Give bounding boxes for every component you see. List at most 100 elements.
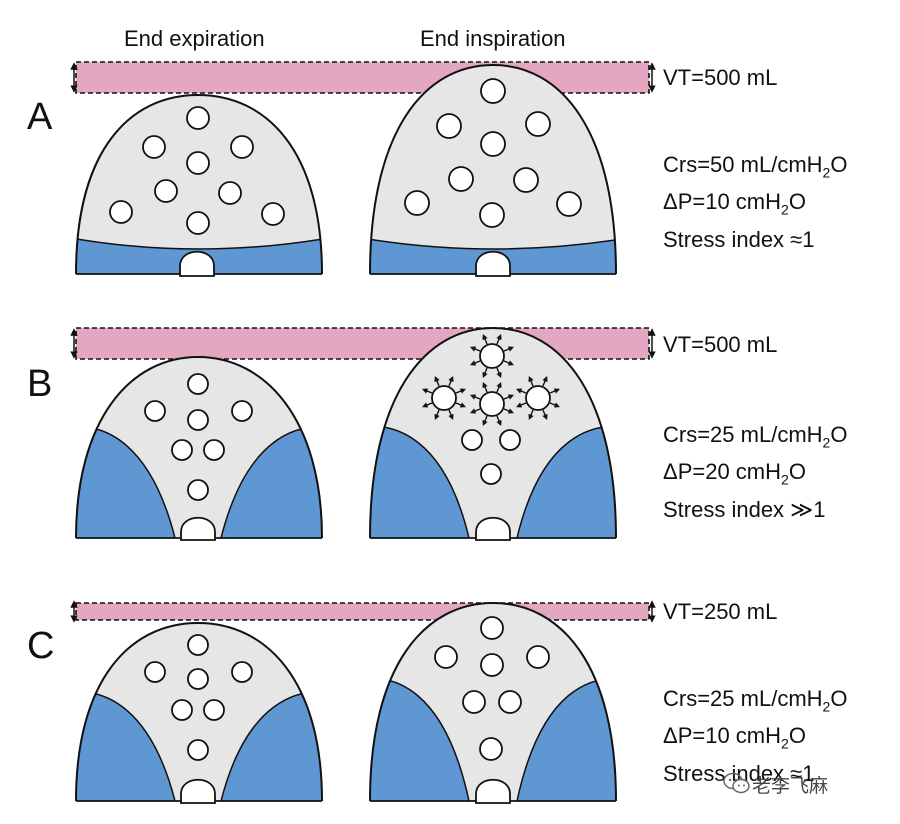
- alveolus: [513, 167, 539, 193]
- driving-pressure-value: ΔP=10 cmH2O: [663, 189, 806, 218]
- lung-end-expiration: [75, 355, 323, 541]
- compliance-value: Crs=25 mL/cmH2O: [663, 686, 848, 715]
- airway: [179, 251, 215, 277]
- alveolus: [187, 409, 209, 431]
- distension-arrow: [434, 376, 440, 387]
- overdistended-alveolus: [525, 385, 551, 411]
- alveolus: [186, 106, 210, 130]
- alveolus: [480, 78, 506, 104]
- alveolus: [436, 113, 462, 139]
- distension-arrow: [496, 367, 502, 378]
- alveolus: [498, 690, 522, 714]
- tidal-volume-label: VT=500 mL: [663, 65, 778, 90]
- alveolus: [144, 400, 166, 422]
- airway: [475, 779, 511, 804]
- distension-arrow: [448, 376, 454, 387]
- alveolus: [203, 699, 225, 721]
- compliance-value: Crs=50 mL/cmH2O: [663, 152, 848, 181]
- distension-arrow: [528, 409, 534, 420]
- lung-end-inspiration: [369, 601, 617, 804]
- distension-arrow: [542, 376, 548, 387]
- panel-label-b: B: [27, 363, 53, 405]
- lung-end-inspiration: [369, 326, 617, 541]
- column-header-end-inspiration: End inspiration: [420, 26, 566, 51]
- airway: [180, 517, 216, 541]
- distension-arrow: [516, 388, 527, 394]
- alveolus: [525, 111, 551, 137]
- panel-label-a: A: [27, 96, 53, 138]
- overdistension-arrows: [422, 334, 560, 426]
- distension-arrow: [549, 402, 560, 408]
- driving-pressure-value: ΔP=20 cmH2O: [663, 459, 806, 488]
- airway: [180, 779, 216, 804]
- mechanics-summary-b: Crs=25 mL/cmH2O ΔP=20 cmH2O Stress index…: [663, 420, 847, 524]
- alveolus: [480, 616, 504, 640]
- distension-arrow: [482, 415, 488, 426]
- alveolus: [171, 699, 193, 721]
- alveolus: [499, 429, 521, 451]
- alveolus: [434, 645, 458, 669]
- distension-arrow: [549, 388, 560, 394]
- vt-band: [75, 61, 650, 94]
- vt-band: [75, 602, 650, 621]
- distension-arrow: [496, 415, 502, 426]
- wechat-icon: [723, 772, 750, 794]
- lung-end-expiration: [75, 621, 323, 804]
- distension-arrow: [496, 382, 502, 393]
- distension-arrow: [470, 408, 481, 414]
- column-header-end-expiration: End expiration: [124, 26, 265, 51]
- alveolus: [187, 373, 209, 395]
- distension-arrow: [542, 409, 548, 420]
- distension-arrow: [482, 382, 488, 393]
- alveolus: [187, 479, 209, 501]
- alveolus: [479, 737, 503, 761]
- distension-arrow: [470, 346, 481, 352]
- alveolus: [480, 463, 502, 485]
- distension-arrow: [496, 334, 502, 345]
- alveolus: [171, 439, 193, 461]
- driving-pressure-value: ΔP=10 cmH2O: [663, 723, 806, 752]
- alveolus: [154, 179, 178, 203]
- tidal-volume-label: VT=500 mL: [663, 332, 778, 357]
- alveolus: [231, 661, 253, 683]
- watermark-text: 老李飞麻: [752, 775, 829, 797]
- alveolus: [187, 634, 209, 656]
- alveolus: [230, 135, 254, 159]
- panel-label-c: C: [27, 625, 55, 667]
- alveolus: [556, 191, 582, 217]
- lung-end-inspiration: [369, 63, 617, 277]
- mechanics-summary-a: Crs=50 mL/cmH2O ΔP=10 cmH2O Stress index…: [663, 150, 847, 254]
- airway: [475, 251, 511, 277]
- tidal-volume-label: VT=250 mL: [663, 599, 778, 624]
- distension-arrow: [503, 346, 514, 352]
- lung-end-expiration: [75, 93, 323, 277]
- overdistended-alveolus: [479, 391, 505, 417]
- alveolus: [479, 202, 505, 228]
- alveolus: [404, 190, 430, 216]
- alveolus: [526, 645, 550, 669]
- alveolus: [462, 690, 486, 714]
- alveolus: [187, 739, 209, 761]
- panel-c: [70, 600, 656, 804]
- alveolus: [448, 166, 474, 192]
- distension-arrow: [503, 360, 514, 366]
- distension-arrow: [448, 409, 454, 420]
- alveolus: [203, 439, 225, 461]
- distension-arrow: [482, 367, 488, 378]
- airway: [475, 517, 511, 541]
- compliance-value: Crs=25 mL/cmH2O: [663, 422, 848, 451]
- mechanics-summary-c: Crs=25 mL/cmH2O ΔP=10 cmH2O Stress index…: [663, 684, 847, 788]
- distension-arrow: [470, 394, 481, 400]
- distension-arrow: [422, 402, 433, 408]
- distension-arrow: [503, 394, 514, 400]
- alveolus: [186, 151, 210, 175]
- distension-arrow: [455, 402, 466, 408]
- distension-arrow: [516, 402, 527, 408]
- stress-index-value: Stress index ≫1: [663, 496, 826, 522]
- alveolus: [109, 200, 133, 224]
- distension-arrow: [470, 360, 481, 366]
- alveolus: [480, 131, 506, 157]
- alveolus: [231, 400, 253, 422]
- distension-arrow: [422, 388, 433, 394]
